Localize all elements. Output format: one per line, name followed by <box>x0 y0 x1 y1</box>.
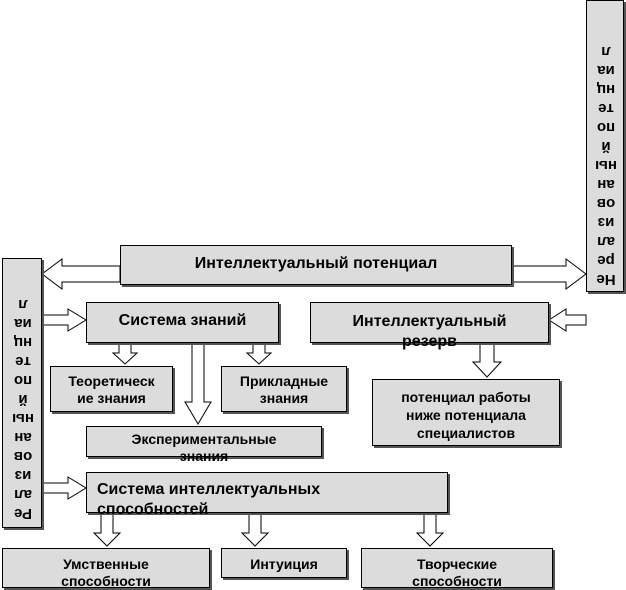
arrow-to-applied <box>245 342 273 365</box>
mental-abilities-label: Умственные способности <box>61 556 151 589</box>
theoretical-knowledge-box: Теоретическ ие знания <box>50 366 173 412</box>
creative-abilities-label: Творческие способности <box>412 556 502 589</box>
applied-knowledge-box: Прикладные знания <box>221 366 347 412</box>
arrow-to-knowledge <box>41 308 87 332</box>
arrow-to-theoretical <box>111 342 139 365</box>
mental-abilities-box: Умственные способности <box>2 548 210 589</box>
arrow-to-below-potential <box>471 342 503 378</box>
arrow-potential-left <box>41 258 121 290</box>
arrow-to-intuition <box>240 512 270 547</box>
intuition-label: Интуиция <box>250 556 318 572</box>
arrow-to-experimental <box>184 342 212 425</box>
intellectual-reserve-label: Интеллектуальный резерв <box>352 313 507 350</box>
below-potential-label: потенциал работы ниже потенциала специал… <box>401 389 531 441</box>
intellectual-potential-box: Интеллектуальный потенциал <box>120 245 512 285</box>
intellectual-potential-label: Интеллектуальный потенциал <box>194 255 438 272</box>
realized-potential-label: Ре ал из ов ан ны й по те нц иа л <box>12 296 34 522</box>
theoretical-knowledge-label: Теоретическ ие знания <box>68 373 155 406</box>
realized-potential-box: Ре ал из ов ан ны й по те нц иа л <box>2 258 42 528</box>
applied-knowledge-label: Прикладные знания <box>239 373 329 406</box>
abilities-system-box: Система интеллектуальных способностей <box>86 472 448 518</box>
knowledge-system-box: Система знаний <box>86 302 279 343</box>
unrealized-potential-box: Не ре ал из ов ан ны й по те нц иа л <box>586 0 624 292</box>
arrow-potential-right <box>511 258 587 290</box>
knowledge-system-label: Система знаний <box>118 312 247 329</box>
below-potential-box: потенциал работы ниже потенциала специал… <box>372 379 560 446</box>
arrow-to-abilities <box>41 476 87 500</box>
creative-abilities-box: Творческие способности <box>361 548 553 589</box>
unrealized-potential-label: Не ре ал из ов ан ны й по те нц иа л <box>595 43 617 288</box>
abilities-system-label: Система интеллектуальных способностей <box>97 481 321 518</box>
arrow-to-mental <box>92 512 122 547</box>
experimental-knowledge-label: Экспериментальные знания <box>131 431 277 464</box>
arrow-to-reserve <box>548 308 587 332</box>
intuition-box: Интуиция <box>221 548 347 578</box>
experimental-knowledge-box: Экспериментальные знания <box>86 426 322 464</box>
arrow-to-creative <box>415 512 445 547</box>
intellectual-reserve-box: Интеллектуальный резерв <box>310 302 549 350</box>
